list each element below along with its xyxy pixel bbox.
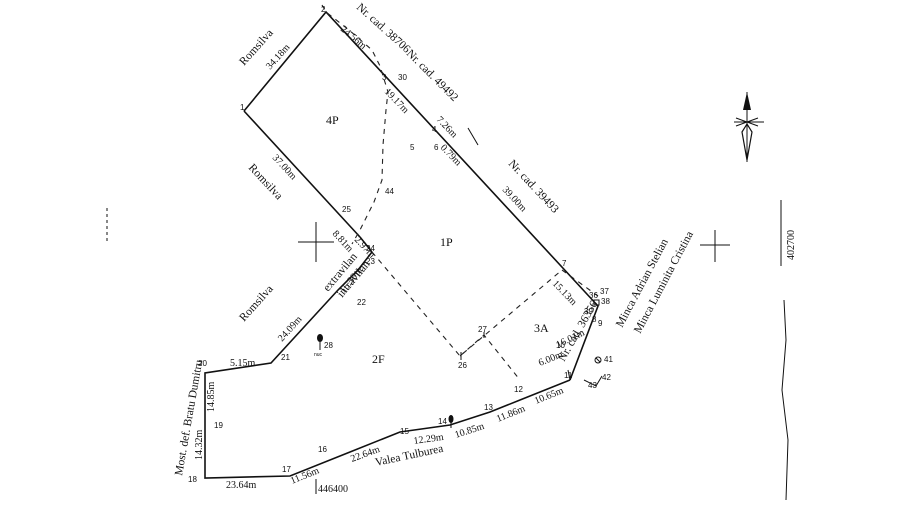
vertex-label: 30 bbox=[398, 73, 407, 82]
vertex-label: 20 bbox=[198, 359, 207, 368]
neighbor-cad-49492: Nr. cad. 49492 bbox=[404, 48, 461, 105]
vertex-label: 3 bbox=[382, 73, 387, 82]
vertex-label: 7 bbox=[562, 259, 567, 268]
vertex-label: 41 bbox=[604, 355, 613, 364]
neighbor-valea-tulburea: Valea Tulburea bbox=[374, 443, 444, 469]
vertex-label: 9 bbox=[598, 319, 603, 328]
vertex-label: 21 bbox=[281, 353, 290, 362]
vertex-label: 17 bbox=[282, 465, 291, 474]
area-label-1p: 1P bbox=[440, 235, 453, 249]
neighbor-romsilva-bottom: Romsilva bbox=[237, 283, 275, 324]
vertex-label: 15 bbox=[400, 427, 409, 436]
vertex-label: 25 bbox=[342, 205, 351, 214]
segment-length: 10.85m bbox=[454, 421, 486, 441]
tree-label: nuc bbox=[314, 352, 323, 358]
tree-icon: nuc bbox=[314, 334, 323, 358]
segment-length: 39.00m bbox=[500, 185, 529, 215]
vertex-label: 14 bbox=[438, 417, 447, 426]
grid-cross-right-icon bbox=[700, 230, 730, 262]
vertex-label: 5 bbox=[410, 143, 415, 152]
vertex-label: 2 bbox=[321, 5, 326, 14]
segment-length: 0.79m bbox=[438, 142, 464, 168]
vertex-label: 37 bbox=[600, 287, 609, 296]
internal-divisions bbox=[321, 4, 599, 381]
vertex-label: 4 bbox=[432, 125, 437, 134]
vertex-label: 13 bbox=[484, 403, 493, 412]
vertex-label: 39 bbox=[584, 307, 593, 316]
vertex-label: 24 bbox=[366, 244, 375, 253]
segment-length: 14.32m bbox=[194, 430, 205, 461]
vertex-label: 6 bbox=[434, 143, 439, 152]
vertex-label: 43 bbox=[588, 381, 597, 390]
vertex-label: 18 bbox=[188, 475, 197, 484]
grid-cross-left-icon bbox=[298, 222, 334, 262]
vertex-label: 12 bbox=[514, 385, 523, 394]
area-label-4p: 4P bbox=[326, 113, 339, 127]
north-arrow-icon bbox=[734, 92, 764, 162]
vertex-label: 1 bbox=[240, 103, 245, 112]
vertex-label: 11 bbox=[564, 371, 573, 380]
vertex-label: 42 bbox=[602, 373, 611, 382]
parcel-boundary bbox=[204, 10, 599, 479]
area-label-2f: 2F bbox=[372, 352, 385, 366]
grid-ticks bbox=[106, 200, 789, 501]
segment-length: 37.00m bbox=[270, 153, 299, 183]
segment-length: 14.85m bbox=[206, 382, 217, 413]
area-label-3a: 3A bbox=[534, 321, 549, 335]
segment-length: 11.86m bbox=[495, 403, 527, 424]
segment-length: 5.15m bbox=[230, 358, 256, 369]
boundary-tick bbox=[467, 127, 479, 146]
segment-length: 24.09m bbox=[276, 314, 305, 344]
vertex-label: 22 bbox=[357, 298, 366, 307]
vertex-label: 19 bbox=[214, 421, 223, 430]
vertex-label: 36 bbox=[589, 291, 598, 300]
vertex-label: 44 bbox=[385, 187, 394, 196]
segment-length: 7.26m bbox=[434, 114, 460, 140]
coord-x: 446400 bbox=[318, 484, 348, 495]
vertex-label: 16 bbox=[318, 445, 327, 454]
segment-length: 23.64m bbox=[226, 480, 257, 491]
segment-length: 12.29m bbox=[413, 432, 445, 447]
vertex-label: 8 bbox=[592, 315, 597, 324]
segment-length: 24.56m bbox=[338, 24, 368, 52]
vertex-label: 28 bbox=[324, 341, 333, 350]
survey-markers bbox=[460, 299, 603, 387]
vertex-label: 23 bbox=[366, 257, 375, 266]
vertex-label: 38 bbox=[601, 297, 610, 306]
vertex-label: 10 bbox=[556, 341, 565, 350]
vertex-label: 26 bbox=[458, 361, 467, 370]
segment-lengths: 34.18m 24.56m 19.17m 7.26m 0.79m 39.00m … bbox=[194, 24, 587, 491]
segment-length: 6.00m bbox=[537, 349, 565, 369]
tree-icon bbox=[448, 415, 454, 428]
coord-y: 402700 bbox=[786, 230, 797, 260]
vertex-label: 27 bbox=[478, 325, 487, 334]
segment-length: 15.13m bbox=[550, 278, 579, 308]
vertex-labels: 1 2 3 30 4 25 44 24 23 22 21 20 19 18 17… bbox=[188, 5, 613, 484]
